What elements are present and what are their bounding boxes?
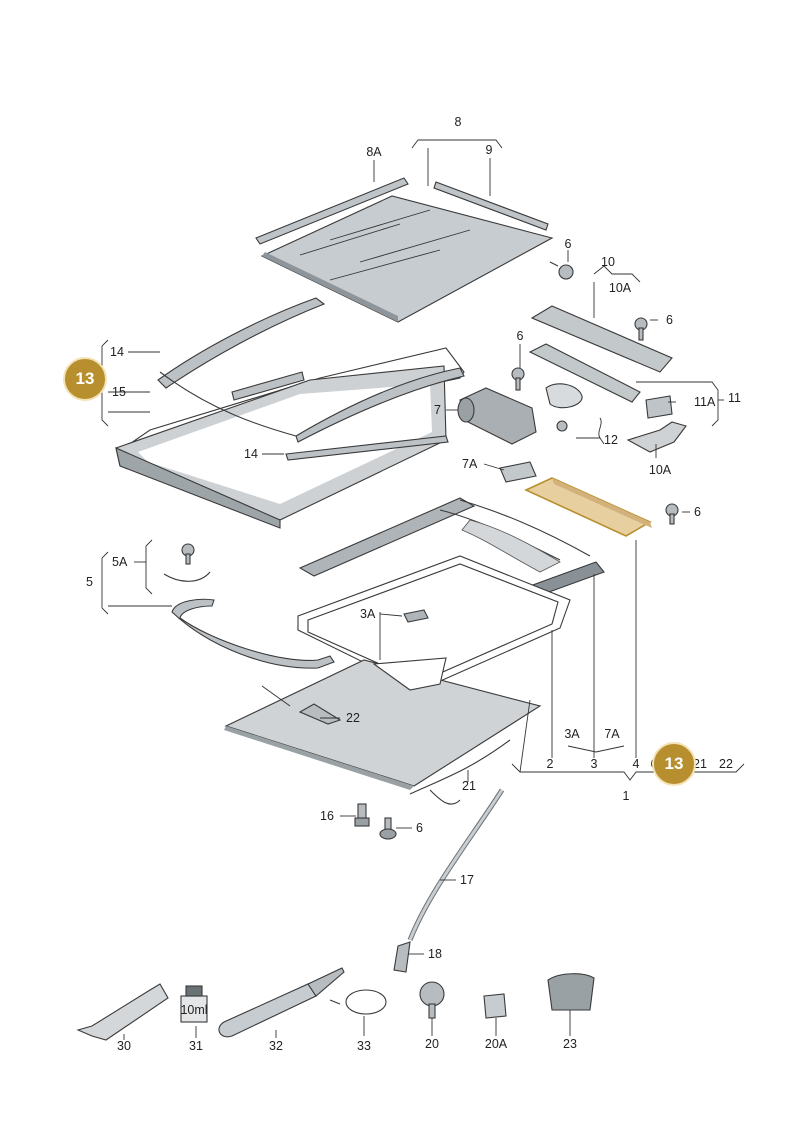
callout-label: 22 xyxy=(719,757,733,771)
callout-label: 10A xyxy=(609,281,632,295)
strip-top-15 xyxy=(231,371,305,401)
highlighted-part-13 xyxy=(524,477,652,537)
callout-label: 1 xyxy=(623,789,630,803)
callout-label: 33 xyxy=(357,1039,371,1053)
callout-label: 3A xyxy=(564,727,580,741)
callout-label: 6 xyxy=(517,329,524,343)
highlight-badge-13-bottom[interactable]: 13 xyxy=(652,742,696,786)
drain-hose-17 xyxy=(407,788,505,941)
callout-label: 16 xyxy=(320,809,334,823)
callout-label: 3A xyxy=(360,607,376,621)
callout-label: 31 xyxy=(189,1039,203,1053)
rail-10 xyxy=(530,305,673,373)
callout-label: 6 xyxy=(565,237,572,251)
callout-label: 12 xyxy=(604,433,618,447)
callout-label: 7 xyxy=(434,403,441,417)
screw-6-mid xyxy=(511,367,525,391)
screw-6-top xyxy=(549,261,574,280)
callout-label: 18 xyxy=(428,947,442,961)
screw-6-right xyxy=(665,503,679,525)
drain-valve-18 xyxy=(393,941,411,973)
callout-label: 21 xyxy=(462,779,476,793)
badge-label: 13 xyxy=(75,369,95,388)
bracket-11a xyxy=(645,395,673,419)
screw-6-rail xyxy=(634,317,648,341)
callout-label: 14 xyxy=(110,345,124,359)
cover-part xyxy=(545,383,583,409)
seal-5a xyxy=(163,543,211,582)
tube-30 xyxy=(76,983,169,1041)
part-20 xyxy=(419,981,445,1019)
rail-11 xyxy=(528,343,641,403)
callout-label: 30 xyxy=(117,1039,131,1053)
seal-strip-8a xyxy=(255,177,409,245)
cartridge-32 xyxy=(218,967,345,1038)
callout-label: 6 xyxy=(694,505,701,519)
callout-label: 3 xyxy=(591,757,598,771)
callout-label: 32 xyxy=(269,1039,283,1053)
callout-label: 7A xyxy=(462,457,478,471)
callout-label: 10 xyxy=(601,255,615,269)
screw-small xyxy=(556,420,568,432)
screw-6-bottom xyxy=(379,817,397,840)
callout-label: 20A xyxy=(485,1037,508,1051)
callout-label: 6 xyxy=(416,821,423,835)
callout-label: 4 xyxy=(633,757,640,771)
callout-labels: 8 8A 9 6 10 10A 6 14 15 6 7 11A 11 12 10… xyxy=(86,115,741,1053)
callout-label: 5 xyxy=(86,575,93,589)
callout-label: 17 xyxy=(460,873,474,887)
seal-14b xyxy=(285,435,449,461)
callout-label: 8 xyxy=(455,115,462,129)
callout-label: 5A xyxy=(112,555,128,569)
callout-label: 21 xyxy=(693,757,707,771)
roof-panel xyxy=(224,657,542,790)
callout-label: 11 xyxy=(728,391,741,405)
seal-5 xyxy=(171,598,335,669)
part-20a xyxy=(483,993,507,1019)
callout-label: 10A xyxy=(649,463,672,477)
highlight-badge-13[interactable]: 13 xyxy=(63,357,107,401)
clamp-33 xyxy=(329,989,387,1015)
part-23 xyxy=(547,973,595,1011)
callout-label: 9 xyxy=(486,143,493,157)
leader-lines xyxy=(101,139,745,1040)
bottle-label: 10ml xyxy=(180,1003,207,1017)
glass-panel xyxy=(260,195,554,323)
callout-label: 23 xyxy=(563,1037,577,1051)
glass-panel-3a xyxy=(297,555,571,691)
callout-label: 20 xyxy=(425,1037,439,1051)
bottle-31: 10ml xyxy=(180,985,208,1023)
harness-21 xyxy=(409,739,511,805)
badge-label: 13 xyxy=(664,754,684,773)
callout-label: 22 xyxy=(346,711,360,725)
screw-16 xyxy=(354,803,370,827)
callout-label: 7A xyxy=(604,727,620,741)
callout-label: 14 xyxy=(244,447,258,461)
seal-14a xyxy=(157,297,465,443)
bracket-12 xyxy=(626,421,687,453)
callout-label: 6 xyxy=(666,313,673,327)
bracket-7a xyxy=(499,461,537,483)
motor-7 xyxy=(457,387,537,445)
seal-strip-9 xyxy=(433,181,549,231)
callout-label: 11A xyxy=(694,395,716,409)
callout-label: 8A xyxy=(366,145,382,159)
callout-label: 2 xyxy=(547,757,554,771)
callout-label: 15 xyxy=(112,385,126,399)
